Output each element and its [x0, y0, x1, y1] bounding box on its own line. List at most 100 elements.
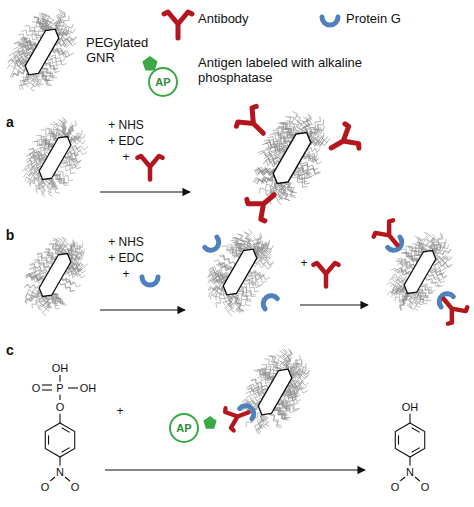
atom-symbol: O: [420, 481, 431, 494]
reagent-label: + EDC: [108, 252, 144, 266]
peg-chain: [397, 256, 415, 269]
legend-text: Protein G: [346, 12, 401, 27]
antibody-icon: [137, 156, 162, 179]
reagent-label: +: [122, 268, 129, 282]
peg-chain: [400, 250, 419, 264]
chemical-bond: [409, 457, 410, 466]
peg-chain: [61, 275, 81, 289]
legend-text: Antibody: [198, 12, 249, 27]
pegylated-gold-nanorod: [227, 339, 322, 446]
peg-chain: [37, 143, 51, 154]
peg-chain: [289, 363, 309, 383]
peg-chain: [221, 294, 241, 316]
peg-chain: [67, 255, 87, 272]
peg-chain: [37, 178, 52, 195]
chemical-bond: [412, 428, 420, 433]
enzyme-label: AP: [176, 422, 191, 434]
peg-chain: [52, 238, 70, 255]
chemical-bond: [59, 394, 60, 400]
peg-chain: [254, 413, 269, 432]
atom-symbol: O: [390, 481, 401, 494]
peg-chain: [27, 73, 41, 87]
peg-chain: [54, 117, 73, 138]
atom-symbol: O: [31, 382, 42, 395]
chemical-bond: [59, 457, 60, 466]
peg-chain: [60, 160, 73, 170]
peg-chain: [295, 165, 314, 179]
peg-chain: [51, 46, 70, 61]
atom-symbol: P: [55, 382, 64, 395]
panel-letter: c: [6, 342, 14, 358]
antibody-icon: [313, 263, 338, 286]
benzene-ring: [45, 423, 74, 457]
gold-nanorod: [270, 128, 314, 188]
atom-symbol: OH: [79, 382, 98, 395]
peg-chain: [48, 9, 65, 31]
pegylated-gold-nanorod: [11, 107, 99, 205]
protein-g-icon: [322, 17, 338, 25]
peg-chain: [237, 232, 256, 251]
peg-chain: [249, 267, 270, 283]
chemical-bond: [59, 413, 60, 423]
antibody-icon: [164, 12, 192, 38]
peg-chain: [30, 150, 47, 163]
peg-chain: [7, 58, 29, 78]
antibody-icon: [235, 105, 273, 143]
peg-chain: [227, 292, 249, 312]
alkaline-phosphatase-circle: AP: [148, 67, 178, 97]
peg-chain: [35, 258, 51, 270]
peg-chain: [245, 275, 263, 287]
peg-chain: [36, 252, 55, 266]
peg-chain: [429, 266, 448, 280]
antigen-pentagon: [203, 416, 216, 429]
peg-chain: [30, 265, 48, 278]
chemical-bond: [42, 389, 52, 390]
peg-chain: [287, 354, 302, 374]
peg-chain: [45, 18, 57, 31]
gold-nanorod: [22, 25, 62, 78]
atom-symbol: OH: [51, 362, 70, 375]
peg-chain: [240, 229, 259, 250]
chemical-bond: [398, 435, 399, 444]
benzene-ring: [395, 423, 424, 457]
pegylated-gold-nanorod: [11, 225, 100, 324]
peg-chain: [401, 251, 419, 264]
peg-chain: [24, 287, 42, 307]
pegylated-gold-nanorod: [0, 0, 89, 104]
chemical-bond: [68, 387, 78, 388]
peg-chain: [267, 134, 289, 150]
enzyme-label: AP: [155, 76, 170, 88]
peg-chain: [14, 40, 35, 55]
peg-chain: [61, 276, 74, 286]
antibody-icon: [245, 184, 283, 222]
peg-chain: [51, 119, 70, 138]
peg-chain: [398, 291, 412, 310]
peg-chain: [247, 383, 267, 398]
reagent-label: + EDC: [108, 135, 144, 149]
peg-chain: [43, 61, 61, 74]
panel-letter: b: [6, 227, 15, 243]
peg-chain: [289, 362, 310, 383]
protein-g-icon: [142, 277, 158, 285]
gold-nanorod: [36, 250, 73, 300]
chemical-bond: [62, 428, 70, 433]
peg-chain: [267, 138, 288, 153]
legend-text: PEGylated GNR: [86, 36, 166, 66]
peg-chain: [36, 178, 53, 197]
peg-chain: [30, 262, 49, 275]
protein-g-icon: [205, 237, 222, 253]
peg-chain: [256, 367, 275, 381]
peg-chain: [249, 382, 267, 395]
gold-nanorod: [401, 247, 438, 297]
reagent-label: + NHS: [108, 119, 144, 133]
reagent-label: +: [300, 257, 307, 271]
chemical-bond: [48, 435, 49, 444]
peg-chain: [210, 264, 231, 279]
peg-chain: [35, 295, 47, 310]
reaction-arrow: [100, 309, 185, 310]
peg-chain: [20, 37, 37, 49]
peg-chain: [401, 257, 416, 268]
chemical-bond: [412, 448, 420, 453]
peg-chain: [36, 295, 49, 311]
